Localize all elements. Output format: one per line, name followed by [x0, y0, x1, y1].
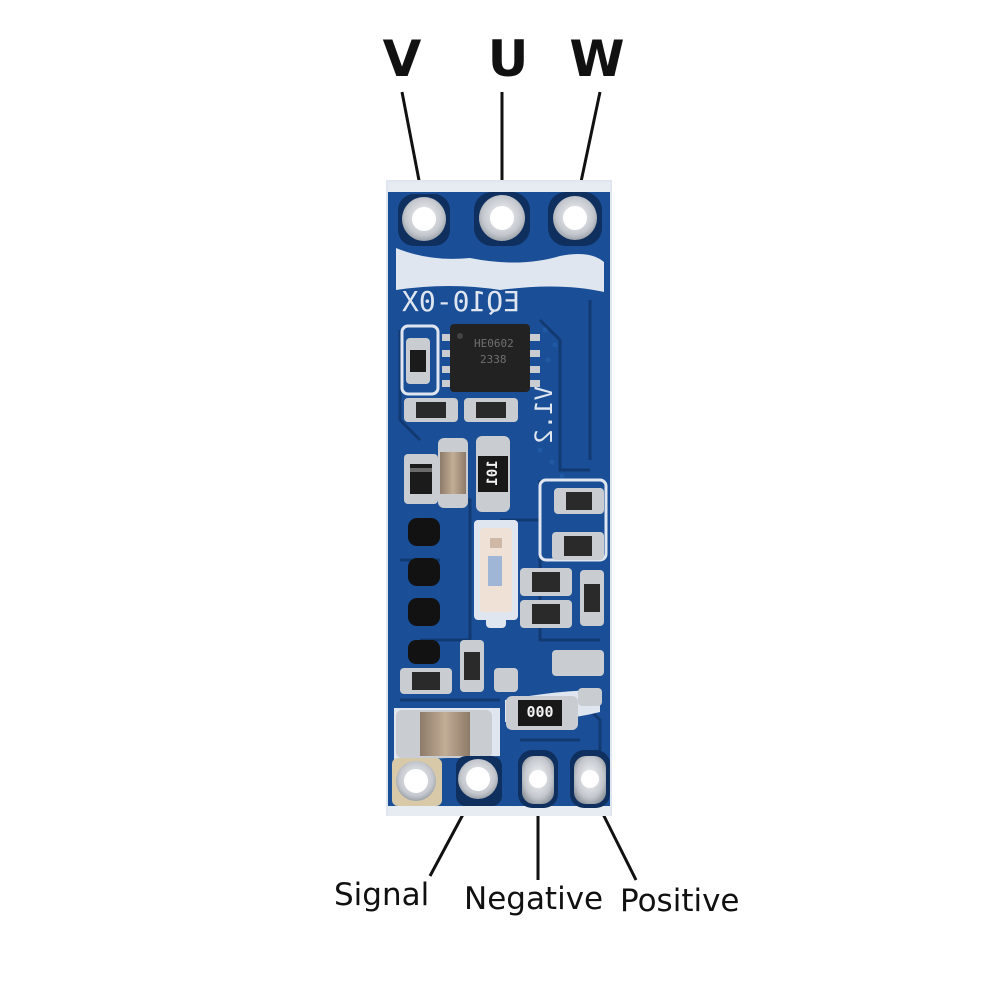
smd-pair-12	[552, 650, 604, 676]
resistor-code-000: 000	[526, 703, 554, 721]
ceramic-cap-large	[396, 710, 492, 758]
wire-label-negative: Negative	[464, 881, 604, 917]
chip-marking-line1: HE0602	[474, 337, 514, 350]
pad-u	[474, 192, 530, 246]
driver-chip	[442, 324, 540, 392]
pad-v	[398, 194, 450, 246]
silkscreen-model: EQ10-0X	[402, 285, 521, 318]
dark-pads	[408, 518, 440, 664]
smd-pair-4	[554, 488, 604, 514]
smd-pair-1	[406, 338, 430, 384]
smd-pair-11	[494, 668, 518, 692]
pin-label-w: W	[569, 30, 625, 88]
smd-pair-3	[464, 398, 518, 422]
smd-pair-10	[400, 668, 452, 694]
pin-label-v: V	[382, 30, 422, 88]
ceramic-cap-small	[438, 438, 468, 508]
resistor-code-101: 101	[485, 460, 501, 486]
smd-pair-7	[520, 600, 572, 628]
pad-positive	[570, 750, 610, 808]
pad-negative	[518, 750, 558, 808]
diode	[404, 454, 438, 504]
smd-pair-8	[580, 570, 604, 626]
silkscreen-version: V1.2	[530, 386, 558, 444]
smd-pair-5	[552, 532, 604, 560]
top-pads	[398, 192, 602, 246]
pad-w	[548, 192, 602, 246]
resistor-101	[476, 436, 510, 512]
pad-signal	[456, 756, 502, 806]
smd-pair-2	[404, 398, 458, 422]
pad-extra	[392, 758, 442, 806]
smd-pair-6	[520, 568, 572, 596]
smd-pair-13	[578, 688, 602, 706]
wire-label-positive: Positive	[620, 883, 740, 919]
pin-label-u: U	[487, 30, 529, 88]
wire-label-signal: Signal	[334, 877, 430, 913]
smd-components	[396, 338, 604, 758]
resistor-000	[506, 696, 578, 730]
bottom-pads	[392, 750, 610, 808]
led	[474, 520, 518, 628]
smd-pair-9	[460, 640, 484, 692]
chip-marking-line2: 2338	[480, 353, 507, 366]
